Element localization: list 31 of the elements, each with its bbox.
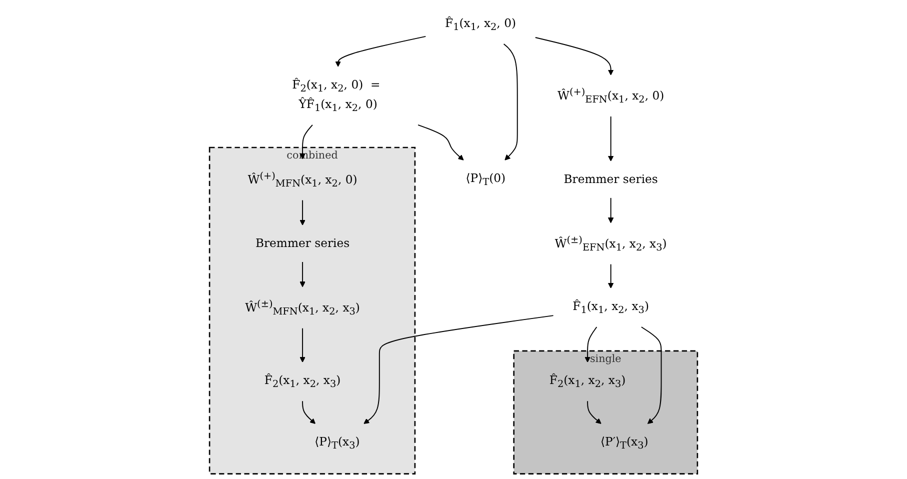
node-text: F̂$_{2}$(x$_{1}$, x$_{2}$, x$_{3}$) — [264, 374, 341, 390]
node-text: ⟨P′⟩$_{T}$(x$_{3}$) — [600, 435, 648, 452]
arrow — [364, 315, 554, 424]
node-text: ⟨P⟩$_{T}$(x$_{3}$) — [314, 435, 360, 452]
arrow — [503, 44, 518, 160]
arrow — [300, 328, 306, 362]
node-text: Ŵ$^{(±)}$$_{EFN}$(x$_{1}$, x$_{2}$, x$_{3}$) — [554, 234, 667, 253]
node-text: Bremmer series — [255, 236, 350, 250]
arrow — [608, 197, 614, 224]
arrow — [300, 124, 313, 160]
arrow — [300, 200, 306, 226]
arrow — [608, 264, 614, 288]
node-text: ⟨P⟩$_{T}$(0) — [466, 172, 506, 188]
node-text: F̂$_{1}$(x$_{1}$, x$_{2}$, x$_{3}$) — [572, 300, 649, 316]
node-text: Ŵ$^{(±)}$$_{MFN}$(x$_{1}$, x$_{2}$, x$_{3}$) — [245, 298, 360, 318]
arrow — [302, 400, 316, 424]
node-text: Ŵ$^{(+)}$$_{MFN}$(x$_{1}$, x$_{2}$, 0) — [248, 170, 358, 189]
node-text: F̂$_{2}$(x$_{1}$, x$_{2}$, 0) = — [292, 78, 380, 94]
node-text: F̂$_{2}$(x$_{1}$, x$_{2}$, x$_{3}$) — [549, 374, 626, 390]
node-text: Ŵ$^{(+)}$$_{EFN}$(x$_{1}$, x$_{2}$, 0) — [557, 86, 664, 106]
node-label: ŶF̂$_{1}$(x$_{1}$, x$_{2}$, 0) — [298, 98, 378, 114]
node-text: Bremmer series — [564, 172, 658, 186]
arrow — [584, 326, 598, 362]
arrow — [534, 37, 614, 76]
arrow — [587, 400, 602, 424]
arrow — [608, 116, 614, 162]
arrow — [335, 36, 426, 67]
node-text: F̂$_{1}$(x$_{1}$, x$_{2}$, 0) — [445, 16, 516, 33]
arrow — [418, 124, 464, 160]
arrow — [300, 262, 306, 288]
arrow — [640, 326, 662, 424]
